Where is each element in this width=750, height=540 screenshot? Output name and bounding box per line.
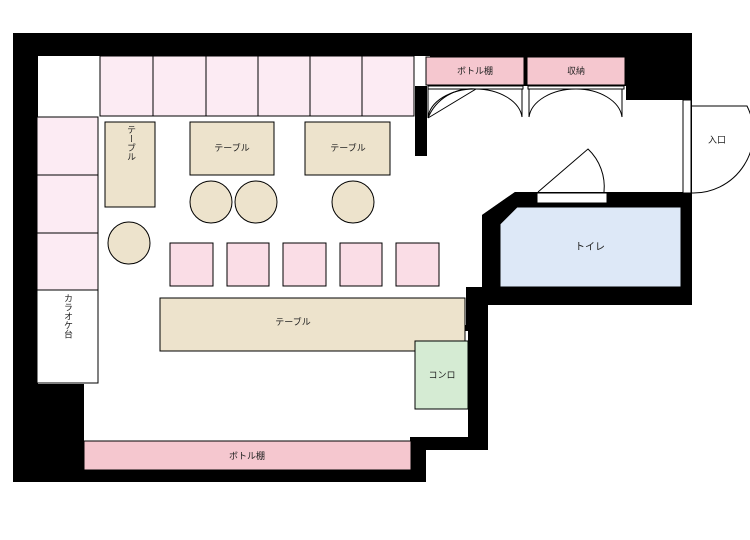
entrance-label: 入口 <box>708 135 726 146</box>
karaoke-stand-label: カラオケ台 <box>62 293 73 339</box>
bottle-shelf-top: ボトル棚 <box>425 56 525 119</box>
storage-box <box>526 56 626 86</box>
stove: コンロ <box>414 340 469 410</box>
table-vertical-label: テーブル <box>125 125 136 161</box>
entrance-jamb <box>682 99 692 194</box>
square-stool <box>282 242 327 287</box>
table-vertical-box <box>104 121 156 208</box>
sofa-seat <box>36 232 99 291</box>
table-left-label: テーブル <box>214 142 249 154</box>
toilet-label: トイレ <box>575 242 605 253</box>
square-stool <box>395 242 440 287</box>
sofa-seat <box>205 55 259 117</box>
bottle-shelf-door-left-arc <box>427 88 476 119</box>
table-vertical: テーブル <box>104 121 156 208</box>
storage-label: 収納 <box>567 65 585 77</box>
sofa-seat <box>152 55 207 117</box>
karaoke-stand: カラオケ台 <box>36 289 99 384</box>
counter-table-label: テーブル <box>275 316 310 328</box>
storage: 収納 <box>526 56 626 118</box>
square-stools <box>169 242 440 287</box>
bottle-shelf-top-box <box>425 56 525 86</box>
bottle-shelf-top-label: ボトル棚 <box>457 65 493 77</box>
round-stool <box>107 221 151 265</box>
storage-door-right-arc <box>575 88 623 118</box>
entrance[interactable]: 入口 <box>682 99 750 194</box>
bottle-shelf-bottom-label: ボトル棚 <box>229 450 265 462</box>
stove-label: コンロ <box>428 371 455 381</box>
bottle-shelf-door-right-arc <box>474 88 523 118</box>
table-right-label: テーブル <box>330 142 365 154</box>
round-stool <box>234 180 278 224</box>
square-stool <box>339 242 383 287</box>
partition-wall <box>415 86 427 156</box>
sofa-seat <box>36 174 99 234</box>
counter-table: テーブル <box>159 297 466 352</box>
sofa-seat <box>361 55 415 117</box>
sofa-left <box>36 116 99 291</box>
toilet-door-swing <box>537 148 605 193</box>
sofa-seat <box>36 116 99 176</box>
sofa-seat <box>309 55 363 117</box>
counter-table-box <box>159 297 466 352</box>
toilet-room <box>499 206 682 288</box>
stove-box <box>414 340 469 410</box>
toilet-door[interactable] <box>536 148 608 204</box>
storage-door-left-arc <box>528 88 577 118</box>
square-stool <box>226 242 270 287</box>
sofa-seat <box>99 55 154 117</box>
table-right: テーブル <box>304 121 391 176</box>
square-stool <box>169 242 214 287</box>
sofa-top <box>99 55 415 117</box>
bottle-shelf-bottom: ボトル棚 <box>83 440 412 471</box>
table-right-box <box>304 121 391 176</box>
table-left: テーブル <box>189 121 275 176</box>
toilet-door-frame <box>536 192 608 204</box>
karaoke-stand-box <box>36 289 99 384</box>
round-stools <box>107 180 375 265</box>
sofa-seat <box>257 55 311 117</box>
round-stool <box>189 180 233 224</box>
entrance-door-swing <box>691 105 750 194</box>
round-stool <box>331 180 375 224</box>
bottle-shelf-bottom-box <box>83 440 412 471</box>
table-left-box <box>189 121 275 176</box>
